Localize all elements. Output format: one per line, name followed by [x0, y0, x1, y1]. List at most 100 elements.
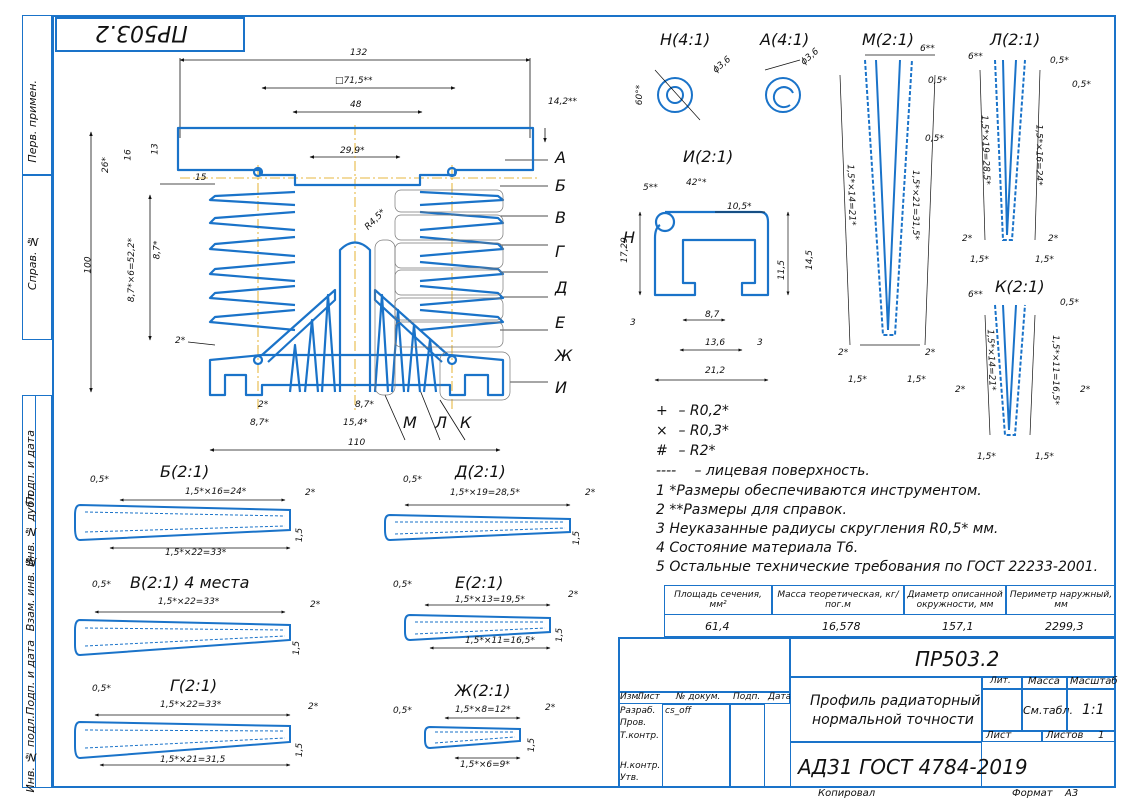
- section-letter-e: Е: [555, 313, 566, 332]
- tb-header-row: [618, 692, 790, 704]
- tb-sheet: Лист: [986, 730, 1012, 741]
- e-05: 0,5*: [393, 580, 412, 590]
- dim-2: 2*: [175, 336, 186, 346]
- side-stamp-top: [22, 15, 52, 175]
- i-42: 42°*: [686, 178, 707, 188]
- tb-row-nkontr: Н.контр.: [620, 761, 661, 771]
- k-2b: 2*: [1080, 385, 1091, 395]
- note-1: 1 *Размеры обеспечиваются инструментом.: [656, 483, 982, 499]
- detail-title-zh: Ж(2:1): [455, 681, 511, 700]
- tb-lit: Лит.: [990, 676, 1011, 686]
- i-145: 14,5: [805, 249, 816, 271]
- props-h1: [664, 585, 772, 615]
- dim-100: 100: [83, 256, 94, 274]
- k-15b: 1,5*: [1035, 452, 1054, 462]
- m-15y: 1,5*×21=31,5*: [909, 170, 920, 240]
- detail-title-d: Д(2:1): [455, 462, 506, 481]
- tb-scale: Масштаб: [1070, 676, 1118, 687]
- detail-title-m: М(2:1): [862, 30, 915, 49]
- e-top: 1,5*×13=19,5*: [455, 595, 525, 605]
- tb-material-cell: [790, 742, 982, 788]
- i-5: 5**: [643, 183, 658, 193]
- l-15a: 1,5*: [970, 255, 989, 265]
- m-2a: 2*: [838, 348, 849, 358]
- tb-lit-cell: [982, 677, 1022, 689]
- dim-16: 16: [123, 149, 134, 161]
- m-15a: 1,5*: [848, 375, 867, 385]
- note-2: 2 **Размеры для справок.: [656, 502, 847, 518]
- tb-mass-cell: [1022, 677, 1067, 689]
- tb-scale-val-cell: [1067, 689, 1116, 731]
- note-5: 5 Остальные технические требования по ГО…: [656, 559, 1099, 575]
- tb-row-razrab: Разраб.: [620, 706, 656, 716]
- i-3b: 3: [757, 338, 763, 348]
- note-3: 3 Неуказанные радиусы скругления R0,5* м…: [656, 521, 999, 537]
- tb-left-grid: [618, 637, 790, 692]
- l-2b: 2*: [1048, 234, 1059, 244]
- zh-05: 0,5*: [393, 706, 412, 716]
- tb-date-col: [730, 704, 765, 788]
- tb-col-sign: Подп.: [733, 692, 761, 702]
- i-136: 13,6: [705, 338, 726, 348]
- legend-4: ---- – лицевая поверхность.: [656, 463, 870, 479]
- l-2a: 2*: [962, 234, 973, 244]
- g-bot: 1,5*×21=31,5: [160, 755, 226, 765]
- dim-8a: 8,7*: [152, 240, 163, 260]
- detail-title-i: И(2:1): [683, 147, 734, 166]
- tb-mass-val-cell: [1022, 689, 1067, 731]
- m-15b: 1,5*: [907, 375, 926, 385]
- k-15x: 1,5*×14=21*: [984, 329, 997, 391]
- l-15b: 1,5*: [1035, 255, 1054, 265]
- k-2a: 2*: [955, 385, 966, 395]
- k-15a: 1,5*: [977, 452, 996, 462]
- detail-title-a: А(4:1): [760, 30, 810, 49]
- d-15: 1,5: [572, 530, 583, 546]
- props-h4: [1006, 585, 1116, 615]
- b-2: 2*: [305, 488, 316, 498]
- l-15y: 1,5*×16=24*: [1033, 124, 1044, 186]
- tb-designation-cell: [790, 637, 1116, 677]
- m-2b: 2*: [925, 348, 936, 358]
- e-2: 2*: [568, 590, 579, 600]
- legend-3: # – R2*: [656, 443, 716, 459]
- v-2: 2*: [310, 600, 321, 610]
- zh-15: 1,5: [527, 737, 538, 753]
- note-4: 4 Состояние материала Т6.: [656, 540, 859, 556]
- detail-title-e: Е(2:1): [455, 573, 504, 592]
- g-2: 2*: [308, 702, 319, 712]
- tb-col-date: Дата: [768, 692, 792, 702]
- dim-132: 132: [350, 48, 368, 58]
- props-header-2: Масса теоретическая, кг/пог.м: [777, 590, 899, 610]
- dim-110: 110: [348, 438, 366, 448]
- tb-sheet-cell: [982, 731, 1042, 742]
- g-15: 1,5: [295, 742, 306, 758]
- l-05b: 0,5*: [1072, 80, 1091, 90]
- side-stamp-top2: [22, 175, 52, 340]
- g-top: 1,5*×22=33*: [160, 700, 222, 710]
- section-letter-m: М: [403, 413, 417, 432]
- tb-row-tkontr: Т.контр.: [620, 731, 660, 741]
- tb-sheets-val: 1: [1098, 730, 1105, 741]
- k-05: 0,5*: [1060, 298, 1079, 308]
- section-letter-zh: Ж: [555, 346, 573, 365]
- tb-format: Формат: [1012, 788, 1053, 799]
- dim-154: 15,4*: [343, 418, 368, 428]
- tb-col-doc: № докум.: [676, 692, 721, 702]
- zh-bot: 1,5*×6=9*: [460, 760, 510, 770]
- dim-26: 26*: [100, 157, 111, 173]
- rotated-number-box: [55, 17, 245, 52]
- tb-designation: ПР503.2: [915, 647, 1000, 671]
- tb-copied: Копировал: [818, 788, 876, 799]
- tb-mass-val: См.табл.: [1023, 704, 1073, 717]
- drawing-frame: [52, 15, 1116, 788]
- tb-sheets-cell: [1042, 731, 1116, 742]
- legend-1: + – R0,2*: [656, 403, 729, 419]
- i-212: 21,2: [705, 366, 726, 376]
- b-top: 1,5*×16=24*: [185, 487, 247, 497]
- detail-title-l: Л(2:1): [990, 30, 1041, 49]
- tb-name-2: нормальной точности: [812, 712, 974, 728]
- tb-material: АД31 ГОСТ 4784-2019: [798, 755, 1028, 779]
- tb-lit-vals: [982, 689, 1022, 731]
